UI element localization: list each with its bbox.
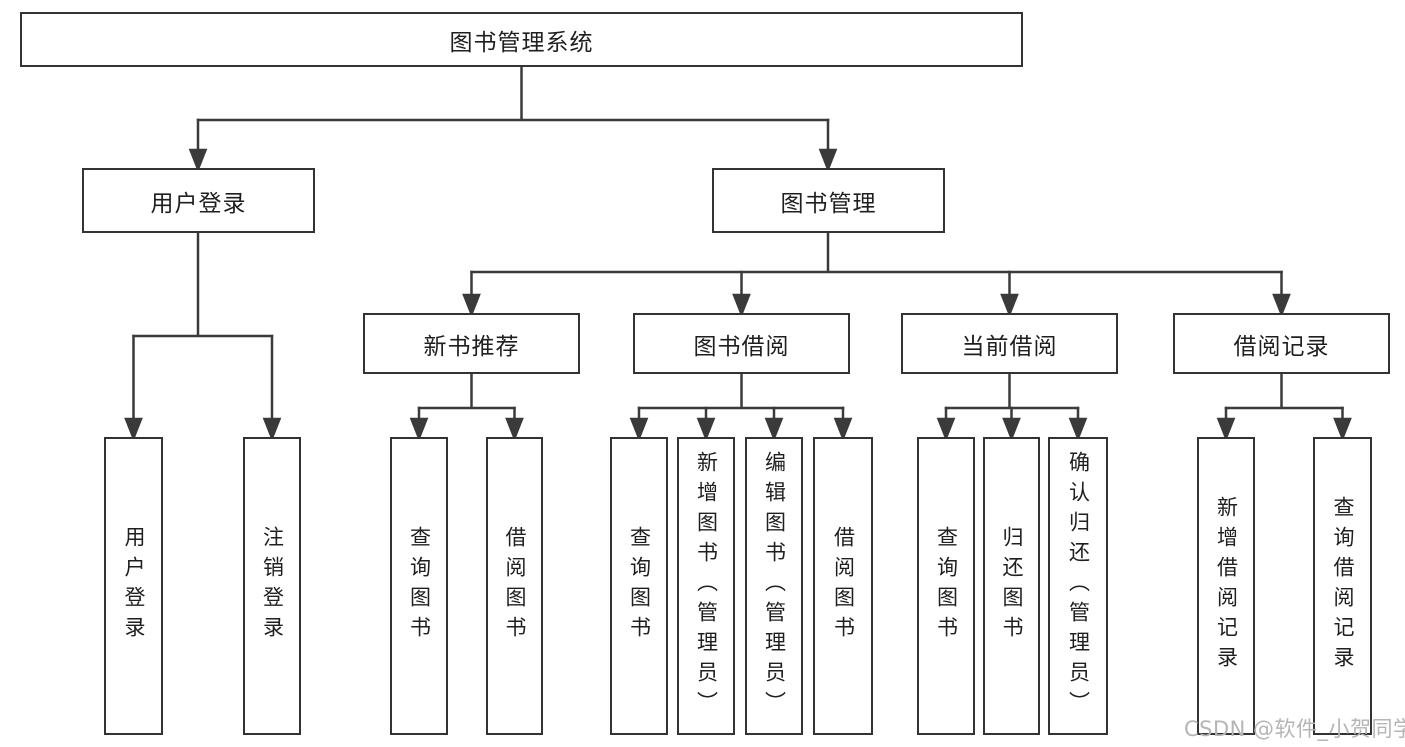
leaf-borrowing-borrow-books: 借阅图书	[813, 437, 873, 735]
connector-borrowing-records-group	[1216, 374, 1352, 442]
leaf-edit-book-admin-label: 编辑图书（管理员）	[762, 451, 787, 721]
node-borrowing-records-label: 借阅记录	[1233, 333, 1330, 360]
leaf-recommend-query-books: 查询图书	[390, 437, 448, 735]
node-book-borrowing-label: 图书借阅	[693, 333, 790, 360]
leaf-logout-login: 注销登录	[243, 437, 301, 735]
node-current-borrowing: 当前借阅	[901, 313, 1118, 374]
leaf-recommend-query-books-label: 查询图书	[407, 526, 432, 646]
connector-current-borrowing-group	[936, 374, 1088, 442]
leaf-add-borrow-record: 新增借阅记录	[1197, 437, 1255, 735]
leaf-confirm-return-admin: 确认归还（管理员）	[1048, 437, 1108, 735]
node-book-management-label: 图书管理	[780, 190, 877, 217]
node-root-label: 图书管理系统	[449, 29, 594, 56]
node-user-login-label: 用户登录	[150, 190, 247, 217]
leaf-return-books: 归还图书	[983, 437, 1040, 735]
connector-root-to-level1	[188, 67, 838, 173]
connector-user-login-group	[124, 233, 282, 442]
leaf-logout-login-label: 注销登录	[260, 526, 285, 646]
node-user-login: 用户登录	[82, 168, 315, 233]
connector-book-management-to-level2	[462, 233, 1291, 318]
leaf-query-borrow-record-label: 查询借阅记录	[1331, 496, 1355, 676]
leaf-add-book-admin: 新增图书（管理员）	[677, 437, 735, 735]
node-root: 图书管理系统	[20, 12, 1023, 67]
leaf-current-query-books-label: 查询图书	[934, 526, 959, 646]
leaf-user-login: 用户登录	[104, 437, 163, 735]
leaf-return-books-label: 归还图书	[1000, 526, 1024, 646]
node-new-book-recommend: 新书推荐	[363, 313, 580, 374]
leaf-recommend-borrow-books-label: 借阅图书	[503, 526, 527, 646]
watermark: CSDN @软件_小贺同学	[1184, 717, 1405, 741]
leaf-current-query-books: 查询图书	[917, 437, 975, 735]
node-current-borrowing-label: 当前借阅	[961, 333, 1058, 360]
node-book-management: 图书管理	[712, 168, 945, 233]
connector-book-borrowing-group	[629, 374, 853, 442]
connector-new-book-group	[409, 374, 524, 442]
leaf-borrowing-borrow-books-label: 借阅图书	[831, 526, 856, 646]
node-book-borrowing: 图书借阅	[633, 313, 850, 374]
leaf-add-borrow-record-label: 新增借阅记录	[1214, 496, 1239, 676]
leaf-confirm-return-admin-label: 确认归还（管理员）	[1066, 451, 1091, 721]
leaf-edit-book-admin: 编辑图书（管理员）	[745, 437, 803, 735]
leaf-recommend-borrow-books: 借阅图书	[486, 437, 543, 735]
leaf-borrowing-query-books-label: 查询图书	[627, 526, 652, 646]
node-new-book-recommend-label: 新书推荐	[423, 333, 520, 360]
leaf-borrowing-query-books: 查询图书	[610, 437, 668, 735]
leaf-add-book-admin-label: 新增图书（管理员）	[694, 451, 719, 721]
leaf-query-borrow-record: 查询借阅记录	[1313, 437, 1372, 735]
leaf-user-login-label: 用户登录	[122, 526, 146, 646]
node-borrowing-records: 借阅记录	[1173, 313, 1390, 374]
